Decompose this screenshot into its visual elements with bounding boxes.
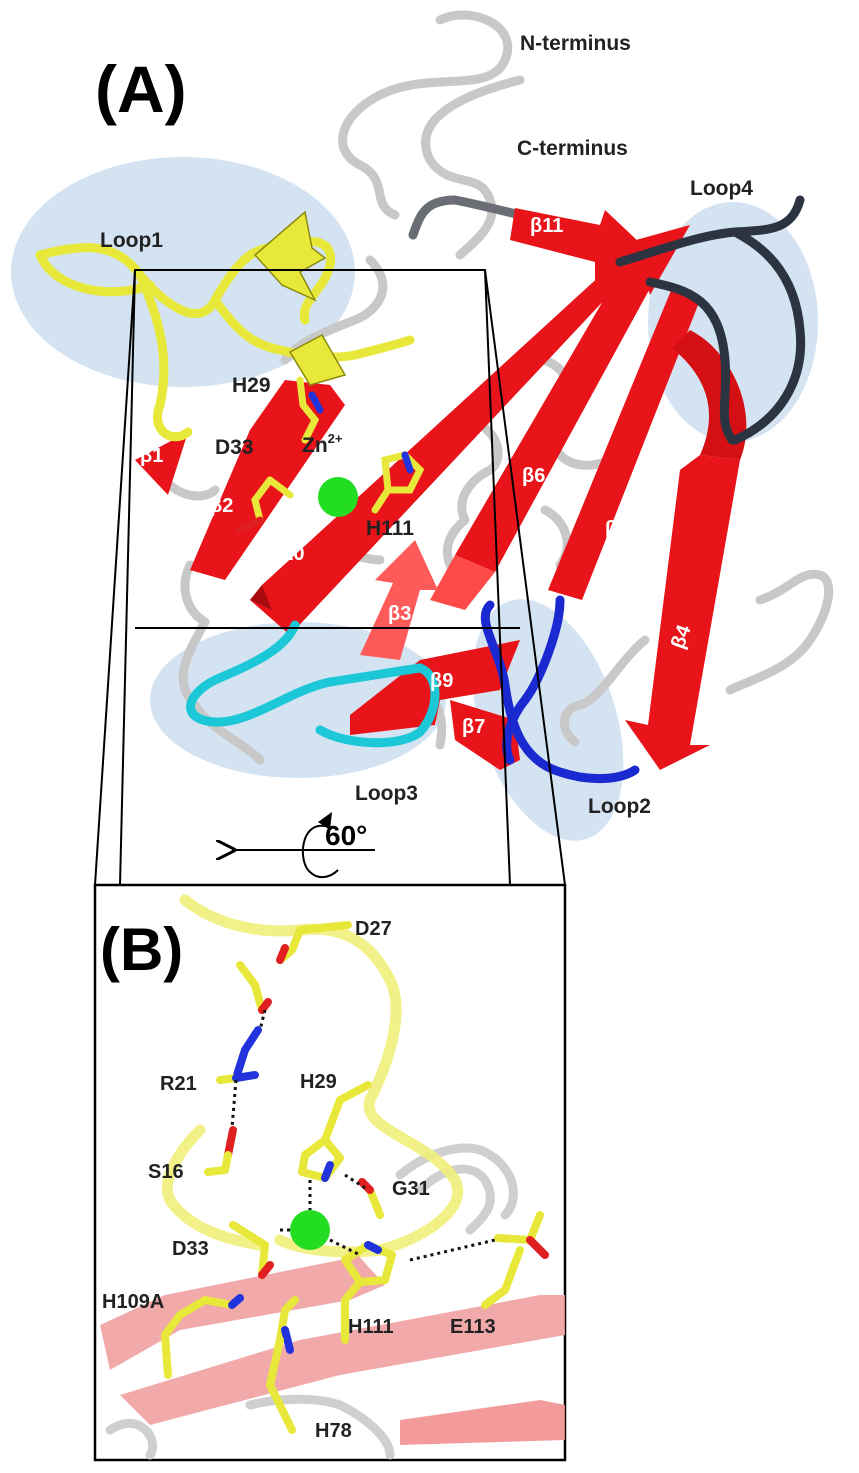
label-h111-a: H111 <box>366 517 414 540</box>
label-zinc: Zn2+ <box>302 431 343 457</box>
label-loop3: Loop3 <box>355 782 418 805</box>
active-site-a <box>236 376 425 534</box>
strand-b4 <box>625 455 740 770</box>
label-b1: β1 <box>140 445 163 467</box>
label-h109a: H109A <box>102 1291 164 1313</box>
rotation-indicator <box>232 812 375 878</box>
label-b2: β2 <box>210 495 233 517</box>
label-b5: β5 <box>605 518 628 540</box>
strand-b10 <box>250 225 690 635</box>
coil-regions <box>153 10 834 765</box>
label-loop1: Loop1 <box>100 229 163 252</box>
label-h29-a: H29 <box>232 374 271 397</box>
label-g31: G31 <box>392 1178 430 1200</box>
panel-a: (A) N-terminus C-terminus Loop1 Loop4 Lo… <box>11 10 834 886</box>
label-d27: D27 <box>355 918 392 940</box>
panel-b: (B) D27 R21 H29 S16 G31 D33 H109A H111 E… <box>93 883 567 1462</box>
loop3-ribbon <box>186 620 440 748</box>
label-h111-b: H111 <box>348 1316 394 1338</box>
label-b11: β11 <box>530 215 563 237</box>
label-b7: β7 <box>462 716 485 738</box>
beta-sheet <box>135 208 747 770</box>
label-h29-b: H29 <box>300 1071 337 1093</box>
panel-b-background <box>100 894 565 1460</box>
label-b10: β10 <box>270 543 304 565</box>
label-s16: S16 <box>148 1161 184 1183</box>
label-d33-b: D33 <box>172 1238 209 1260</box>
strand-b6-tip <box>430 555 495 610</box>
label-loop2: Loop2 <box>588 795 651 818</box>
zinc-ion-b <box>290 1210 330 1250</box>
strand-b3 <box>360 540 438 660</box>
loop4-dark-segment <box>408 195 525 240</box>
panel-b-sheet-2 <box>120 1295 565 1425</box>
loop1-highlight <box>11 157 355 387</box>
label-d33-a: D33 <box>215 436 254 459</box>
strand-b6 <box>455 258 660 572</box>
zinc-ion-a <box>318 477 358 517</box>
panel-b-sheet-3 <box>400 1400 565 1445</box>
panel-a-label: (A) <box>95 52 187 126</box>
label-b3: β3 <box>388 603 411 625</box>
strand-b5 <box>548 288 700 600</box>
loop2-ribbon <box>480 595 640 784</box>
label-b9: β9 <box>430 670 453 692</box>
label-zinc-base: Zn <box>302 434 328 457</box>
panel-b-sticks <box>161 921 549 1434</box>
label-c-terminus: C-terminus <box>517 137 628 160</box>
label-loop4: Loop4 <box>690 177 753 200</box>
loop1-arrow <box>253 210 327 302</box>
label-n-terminus: N-terminus <box>520 32 631 55</box>
panel-b-label: (B) <box>100 916 183 983</box>
label-zinc-charge: 2+ <box>328 431 343 446</box>
strand-edge-b10 <box>250 585 272 610</box>
panel-b-sheet-1 <box>100 1252 385 1370</box>
label-h78: H78 <box>315 1420 352 1442</box>
label-r21: R21 <box>160 1073 197 1095</box>
loop4-ribbon <box>615 195 806 445</box>
label-b6: β6 <box>522 465 545 487</box>
label-e113: E113 <box>450 1316 496 1338</box>
strand-b1 <box>135 432 188 495</box>
label-rotation: 60° <box>325 820 367 851</box>
loop1-strand <box>288 333 347 386</box>
